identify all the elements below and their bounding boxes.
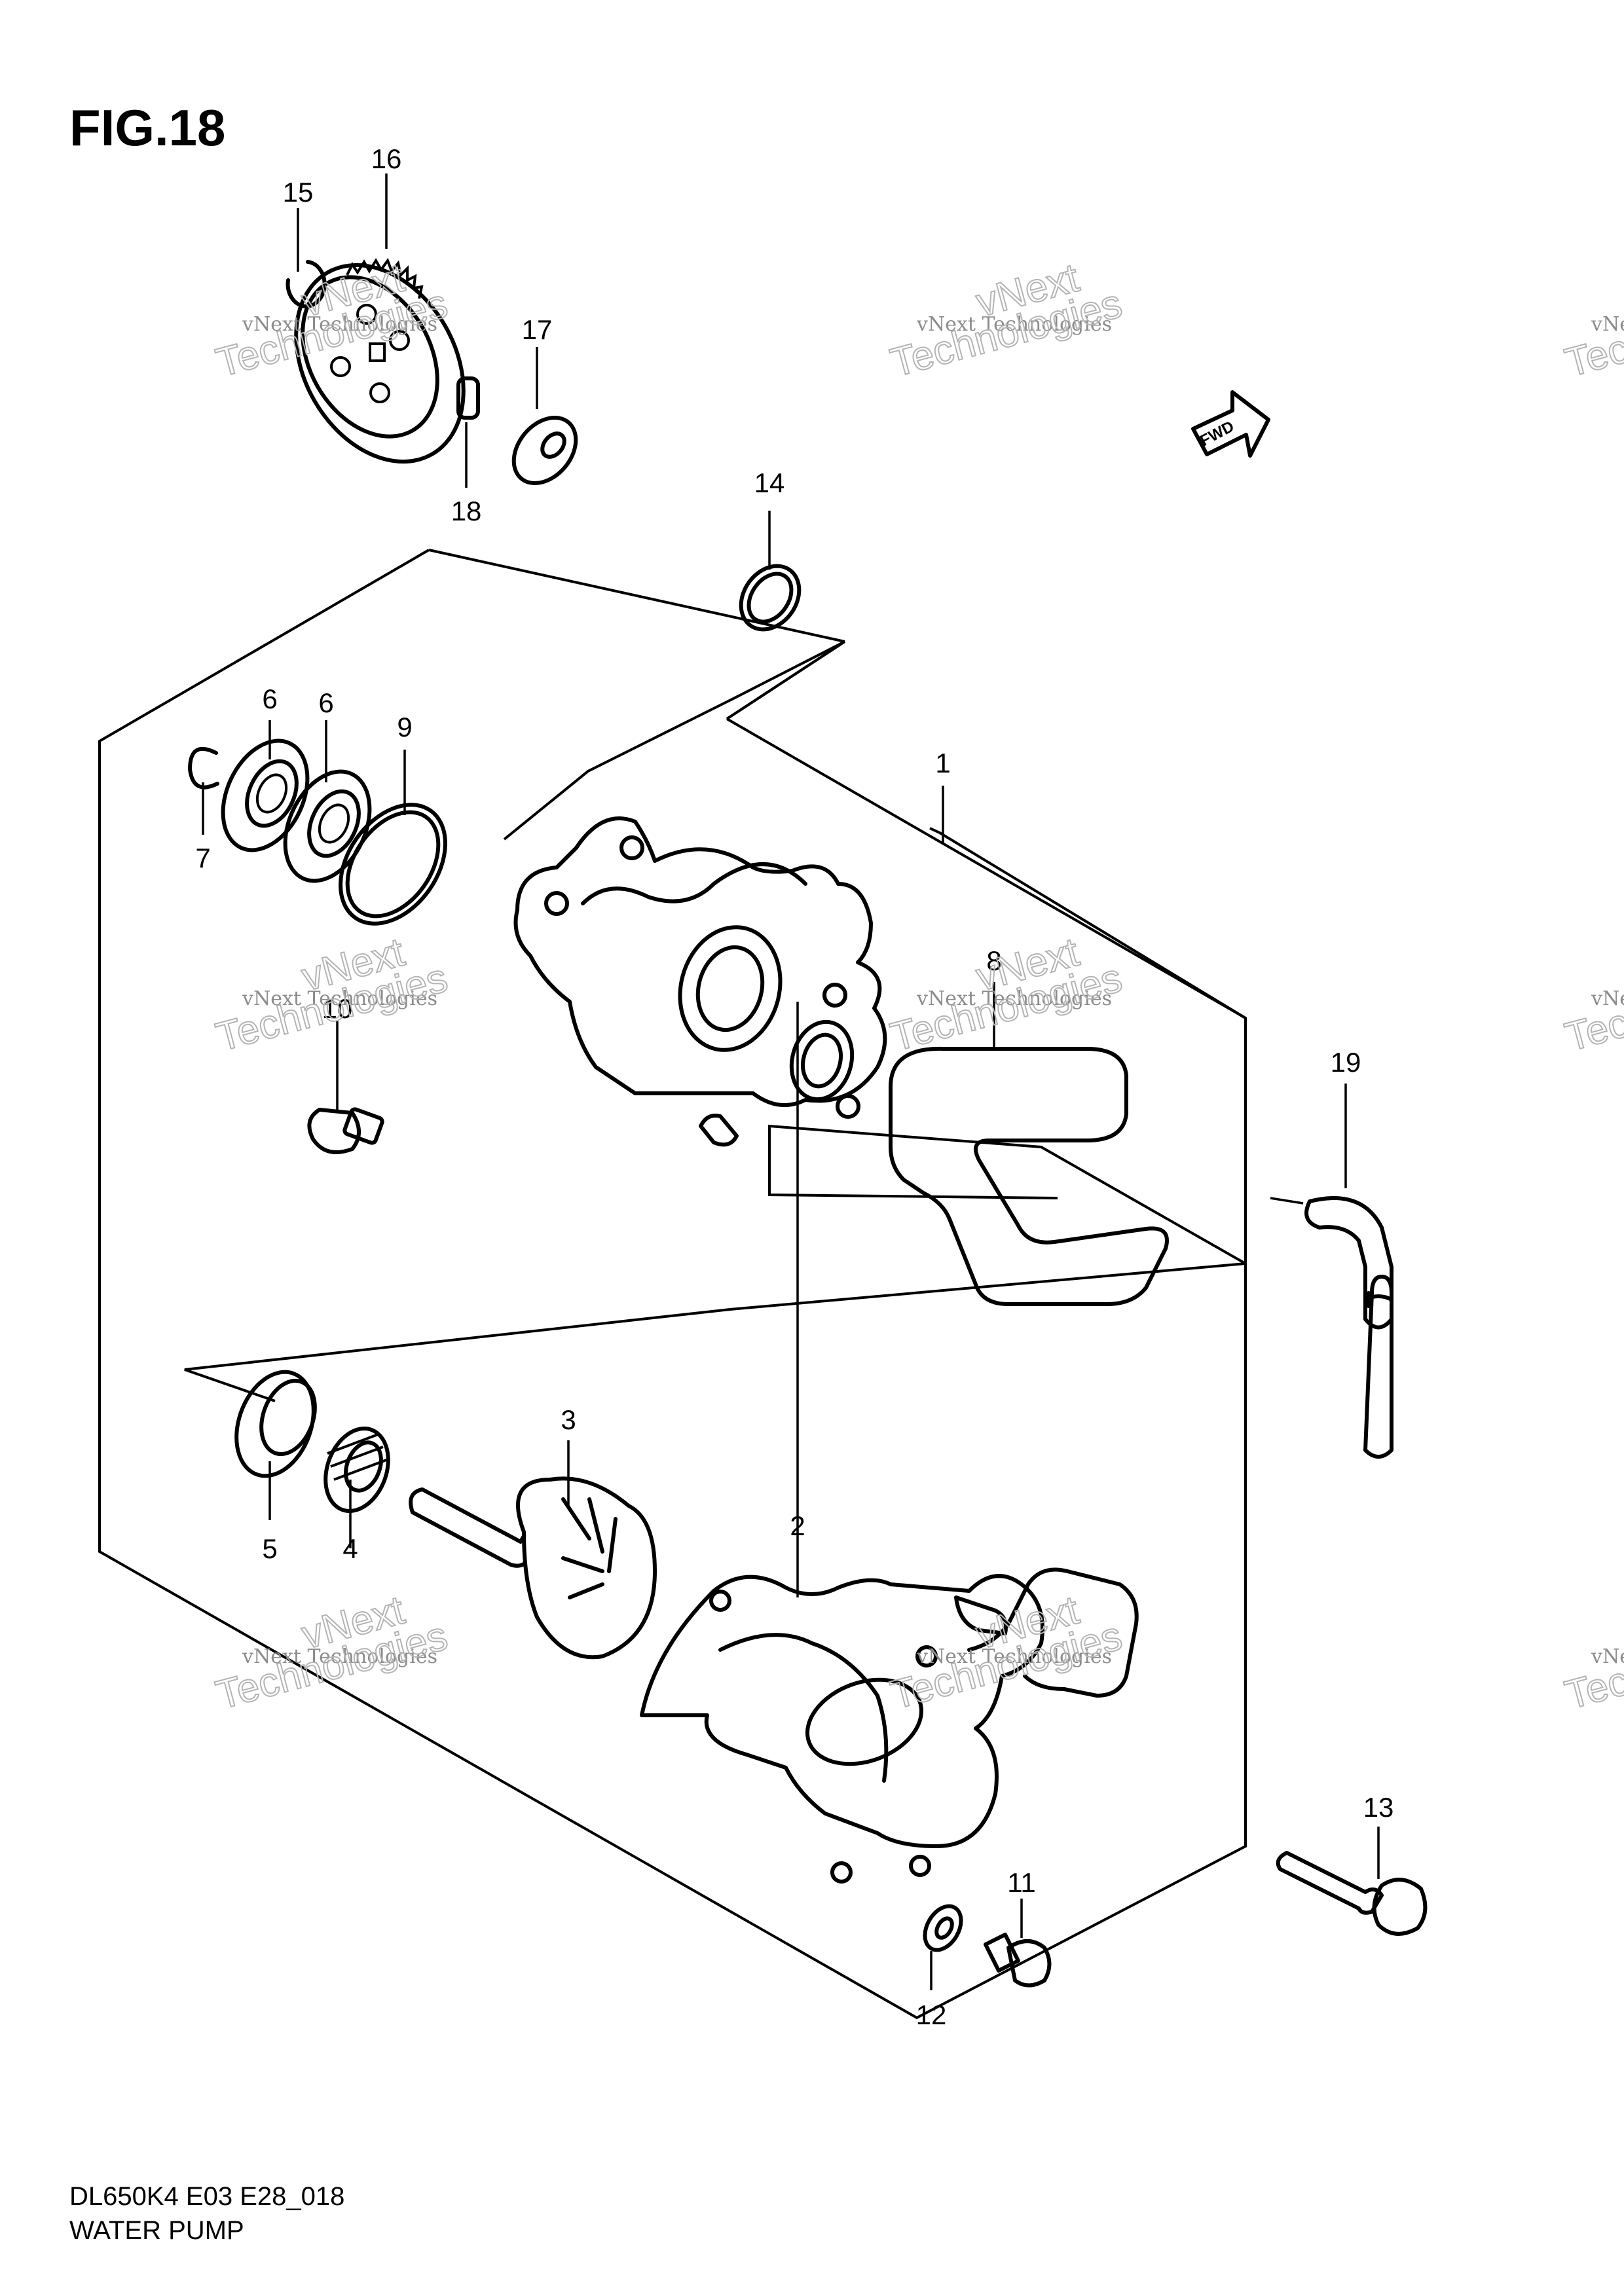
svg-text:vNext Technologies: vNext Technologies [916, 313, 1112, 336]
callout-2: 2 [790, 1510, 805, 1541]
impeller-shaft [409, 1476, 657, 1660]
fwd-arrow: FWD [1191, 390, 1270, 458]
hose-part [1304, 1196, 1393, 1459]
gear-part [294, 257, 466, 464]
model-code: DL650K4 E03 E28_018 [69, 2182, 344, 2211]
washer-12 [923, 1904, 963, 1952]
svg-text:Technologies: Technologies [1560, 281, 1624, 386]
diagram-name: WATER PUMP [69, 2216, 244, 2245]
callout-11: 11 [1007, 1867, 1036, 1898]
bolt-13 [1276, 1851, 1428, 1936]
svg-text:vNext Technologies: vNext Technologies [916, 1645, 1112, 1668]
callout-17: 17 [522, 314, 553, 345]
callout-13: 13 [1363, 1792, 1394, 1823]
bolt-11 [984, 1933, 1052, 1988]
svg-text:vNext Technologies: vNext Technologies [1591, 987, 1624, 1010]
callout-10: 10 [322, 993, 353, 1024]
svg-text:Technologies: Technologies [1560, 1613, 1624, 1718]
callout-9: 9 [397, 712, 412, 742]
callout-8: 8 [986, 945, 1001, 976]
figure-title: FIG.18 [69, 99, 225, 156]
pin-part [456, 376, 480, 420]
callout-7: 7 [195, 843, 210, 873]
oil-seal [234, 1370, 317, 1478]
leader-lines [202, 173, 1380, 1990]
callout-numbers: 1 2 3 4 5 6 6 7 8 9 10 11 12 13 14 15 16… [195, 143, 1393, 2030]
assembly-frame [98, 549, 1247, 2020]
o-ring-9 [339, 803, 447, 926]
svg-text:vNext Technologies: vNext Technologies [242, 313, 437, 336]
o-ring-top [739, 564, 802, 632]
callout-6b: 6 [318, 687, 333, 718]
watermarks: vNext Technologies Technologies vNext vN… [211, 255, 1624, 1719]
callout-6a: 6 [262, 683, 277, 714]
mechanical-seal [323, 1427, 390, 1513]
callout-5: 5 [262, 1533, 277, 1564]
callout-4: 4 [342, 1533, 358, 1564]
callout-1: 1 [935, 748, 950, 778]
pump-cover [640, 1567, 1139, 1884]
callout-12: 12 [916, 1999, 947, 2030]
bolt-10 [307, 1107, 384, 1154]
svg-text:vNext Technologies: vNext Technologies [1591, 313, 1624, 336]
bearing-1 [221, 738, 310, 852]
washer-part [511, 415, 578, 486]
callout-15: 15 [283, 177, 314, 208]
pump-housing [513, 816, 887, 1147]
e-clip-part [188, 746, 219, 790]
svg-text:vNext Technologies: vNext Technologies [1591, 1645, 1624, 1668]
gasket-part [889, 1046, 1169, 1306]
svg-text:vNext Technologies: vNext Technologies [916, 987, 1112, 1010]
callout-3: 3 [561, 1404, 576, 1435]
callout-16: 16 [371, 143, 402, 174]
bearing-2 [283, 769, 372, 883]
callout-18: 18 [451, 496, 482, 526]
callout-14: 14 [754, 467, 785, 498]
svg-text:Technologies: Technologies [1560, 955, 1624, 1060]
callout-19: 19 [1331, 1047, 1361, 1078]
circlip-top [286, 260, 327, 308]
svg-text:vNext Technologies: vNext Technologies [242, 1645, 437, 1668]
svg-text:vNext Technologies: vNext Technologies [242, 987, 437, 1010]
